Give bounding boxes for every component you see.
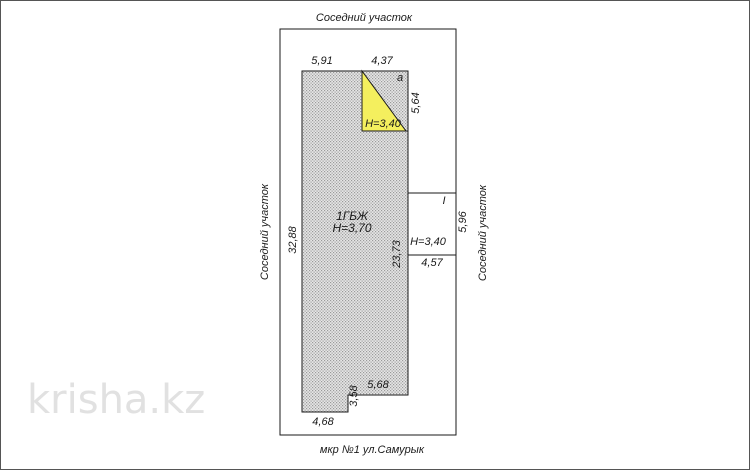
annex-i	[407, 192, 457, 256]
annex-i-letter: I	[442, 195, 445, 207]
annex-a-letter: а	[397, 72, 403, 84]
dim-annex-side: 5,64	[410, 92, 422, 113]
building-name: 1ГБЖ	[336, 209, 369, 223]
dim-left: 32,88	[287, 225, 299, 253]
dim-bottom: 4,68	[312, 416, 334, 428]
dim-notch-side: 3,58	[348, 384, 360, 406]
dim-top-main: 5,91	[311, 55, 332, 67]
street-label: мкр №1 ул.Самурык	[320, 444, 425, 456]
annex-i-dim-side: 5,96	[457, 210, 469, 232]
dim-right-lower: 23,73	[391, 239, 403, 268]
annex-a-height: H=3,40	[365, 118, 402, 130]
annex-i-dim-bottom: 4,57	[421, 257, 443, 269]
left-neighbor-label: Соседний участок	[259, 183, 271, 280]
right-neighbor-label: Соседний участок	[477, 184, 489, 281]
building-height: H=3,70	[332, 221, 371, 235]
top-neighbor-label: Соседний участок	[316, 12, 413, 24]
dim-top-annex: 4,37	[371, 55, 393, 67]
watermark: krisha.kz	[27, 377, 205, 423]
annex-a-triangle	[361, 69, 407, 132]
dim-notch-top: 5,68	[367, 379, 389, 391]
annex-i-height: H=3,40	[410, 236, 447, 248]
